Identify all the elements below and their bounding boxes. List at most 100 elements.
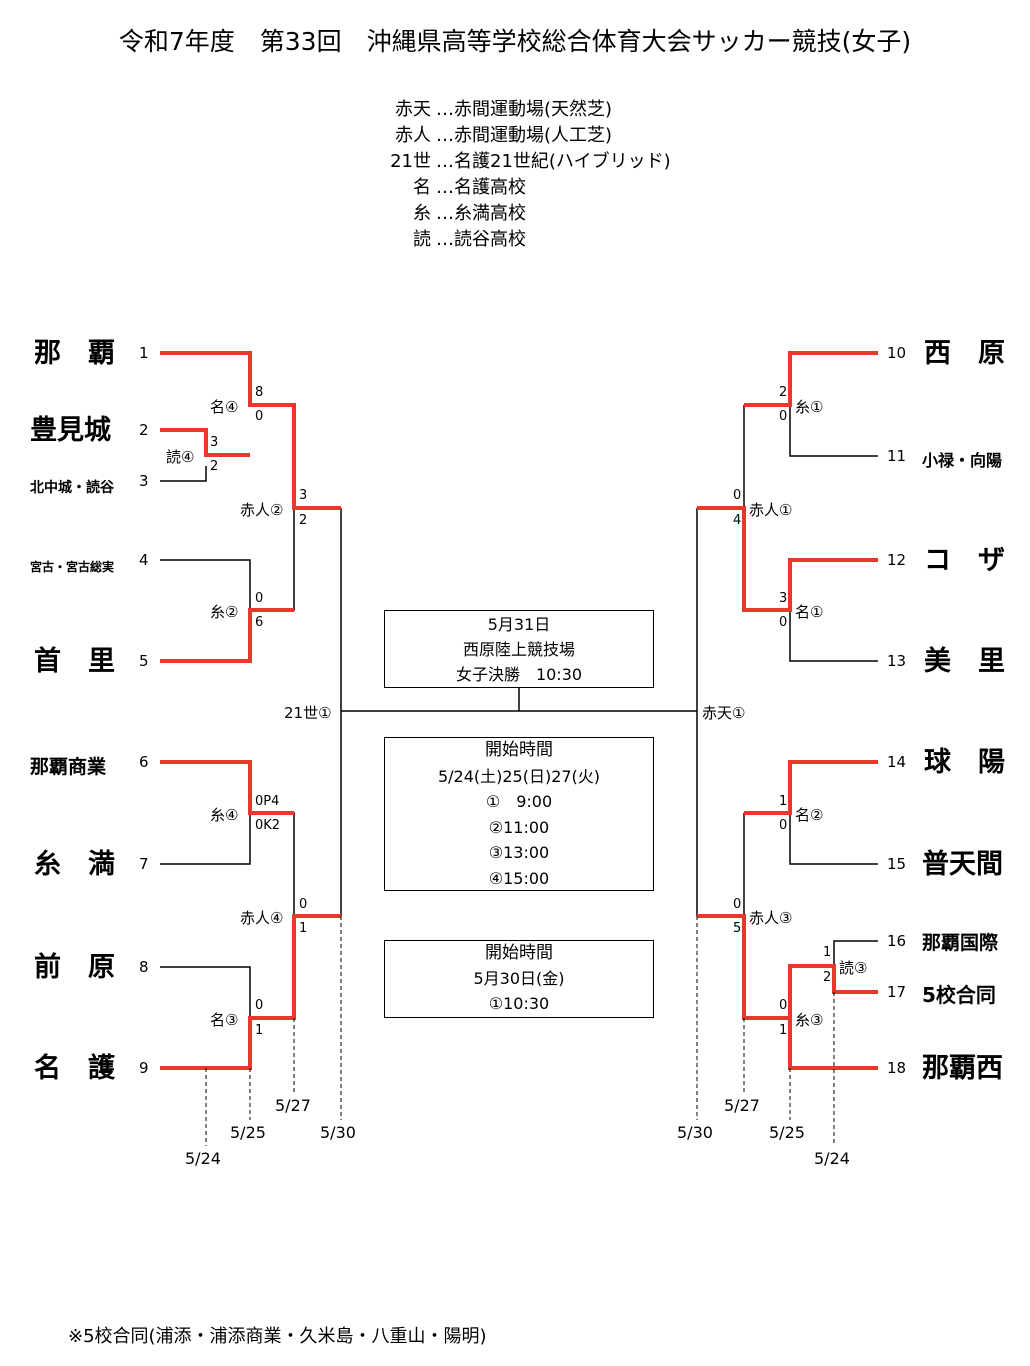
score: 0: [255, 998, 264, 1013]
seed-number: 3: [139, 472, 149, 490]
team-name: 北中城・読谷: [30, 480, 114, 496]
match-label: 糸④: [210, 806, 239, 824]
legend-code: 21世: [390, 151, 431, 172]
seed-number: 15: [887, 855, 907, 873]
bracket-line-team4: [160, 559, 251, 610]
score: 5: [733, 921, 742, 936]
start-time-box-530: 開始時間 5月30日(金) ①10:30: [384, 940, 654, 1018]
start-time-slot: ④15:00: [488, 868, 550, 888]
match-label: 赤人④: [240, 909, 284, 927]
legend-row: 21世…名護21世紀(ハイブリッド): [383, 149, 671, 175]
team-name: 首 里: [34, 646, 115, 677]
seed-number: 11: [887, 447, 907, 465]
bracket-line-team3: [160, 466, 207, 482]
team-name: 那覇西: [922, 1053, 1003, 1084]
final-date: 5月31日: [487, 615, 551, 634]
date-label: 5/25: [230, 1123, 266, 1142]
team-name: 小禄・向陽: [922, 451, 1003, 470]
seed-number: 6: [139, 753, 149, 771]
score: 4: [733, 513, 742, 528]
team-name: 那覇国際: [922, 932, 999, 954]
winner-path-tomigusuku: [160, 428, 250, 457]
seed-number: 10: [887, 344, 907, 362]
legend-row: 名…名護高校: [383, 175, 671, 201]
match-label: 糸①: [795, 398, 824, 416]
score: 2: [299, 513, 308, 528]
match-label: 赤人①: [749, 501, 793, 519]
score: 0P4: [255, 794, 280, 809]
legend-row: 読…読谷高校: [383, 227, 671, 253]
legend-desc: …読谷高校: [436, 229, 526, 250]
winner-path-nahashogyo: [160, 760, 294, 815]
winner-path-5ko: [788, 964, 878, 1018]
seed-number: 1: [139, 344, 149, 362]
match-label: 読④: [166, 448, 195, 466]
team-name: 糸 満: [34, 849, 115, 880]
bracket-lines-winner: [160, 351, 878, 1070]
date-label: 5/30: [320, 1123, 356, 1142]
final-venue: 西原陸上競技場: [462, 640, 575, 659]
legend-row: 赤天…赤間運動場(天然芝): [383, 97, 671, 123]
legend-desc: …赤間運動場(人工芝): [436, 125, 613, 146]
date-label: 5/24: [814, 1149, 850, 1168]
team-name: 普天間: [922, 849, 1003, 880]
bracket-line-team7: [160, 813, 251, 865]
bracket-line-team8: [160, 966, 251, 1018]
legend-desc: …名護高校: [436, 177, 526, 198]
start-time-slot: ①10:30: [488, 994, 550, 1013]
seed-number: 8: [139, 958, 149, 976]
score: 8: [255, 385, 264, 400]
date-label: 5/27: [275, 1096, 311, 1115]
winner-path-shuri: [160, 608, 294, 663]
team-name: 那 覇: [34, 338, 115, 369]
legend-desc: …糸満高校: [436, 203, 526, 224]
seed-number: 7: [139, 855, 149, 873]
score: 3: [779, 591, 788, 606]
bracket-line-team11: [789, 405, 878, 457]
team-name: 美 里: [924, 646, 1005, 677]
team-name: コ ザ: [924, 545, 1005, 576]
start-time-dates: 5/24(土)25(日)27(火): [437, 766, 601, 786]
team-name: 西 原: [924, 338, 1005, 369]
final-time: 女子決勝 10:30: [455, 665, 583, 684]
seed-number: 17: [887, 983, 907, 1001]
score: 1: [779, 1023, 788, 1038]
legend-code: 赤天: [395, 99, 431, 120]
team-name: 宮古・宮古総実: [30, 560, 115, 574]
match-label: 名①: [795, 603, 824, 621]
bracket-line-team13: [789, 610, 878, 662]
legend-desc: …名護21世紀(ハイブリッド): [436, 151, 671, 172]
team-name: 那覇商業: [30, 756, 107, 778]
match-label: 糸②: [210, 603, 239, 621]
seed-number: 18: [887, 1059, 907, 1077]
score: 2: [823, 970, 832, 985]
winner-path-koza: [697, 506, 878, 612]
score: 1: [779, 794, 788, 809]
score: 0: [779, 818, 788, 833]
score: 0: [255, 591, 264, 606]
score: 1: [299, 921, 308, 936]
seed-number: 5: [139, 652, 149, 670]
winner-path-nago: [160, 914, 341, 1070]
seed-number: 16: [887, 932, 907, 950]
start-time-heading: 開始時間: [485, 740, 553, 760]
date-label: 5/24: [185, 1149, 221, 1168]
seed-number: 12: [887, 551, 907, 569]
winner-path-nahanishi: [697, 914, 878, 1070]
start-time-slot: ③13:00: [488, 843, 550, 862]
date-label: 5/30: [677, 1123, 713, 1142]
score: 0: [779, 615, 788, 630]
team-name: 豊見城: [30, 415, 111, 446]
legend-row: 赤人…赤間運動場(人工芝): [383, 123, 671, 149]
seed-number: 4: [139, 551, 149, 569]
match-label: 名②: [795, 806, 824, 824]
final-info-box: 5月31日 西原陸上競技場 女子決勝 10:30: [384, 610, 654, 688]
match-label: 名③: [210, 1011, 239, 1029]
legend-code: 名: [413, 177, 431, 198]
legend-code: 糸: [413, 203, 431, 224]
score: 0: [779, 998, 788, 1013]
team-name: 名 護: [34, 1053, 115, 1084]
team-name: 5校合同: [922, 983, 996, 1007]
start-time-heading: 開始時間: [485, 943, 553, 963]
date-label: 5/27: [724, 1096, 760, 1115]
